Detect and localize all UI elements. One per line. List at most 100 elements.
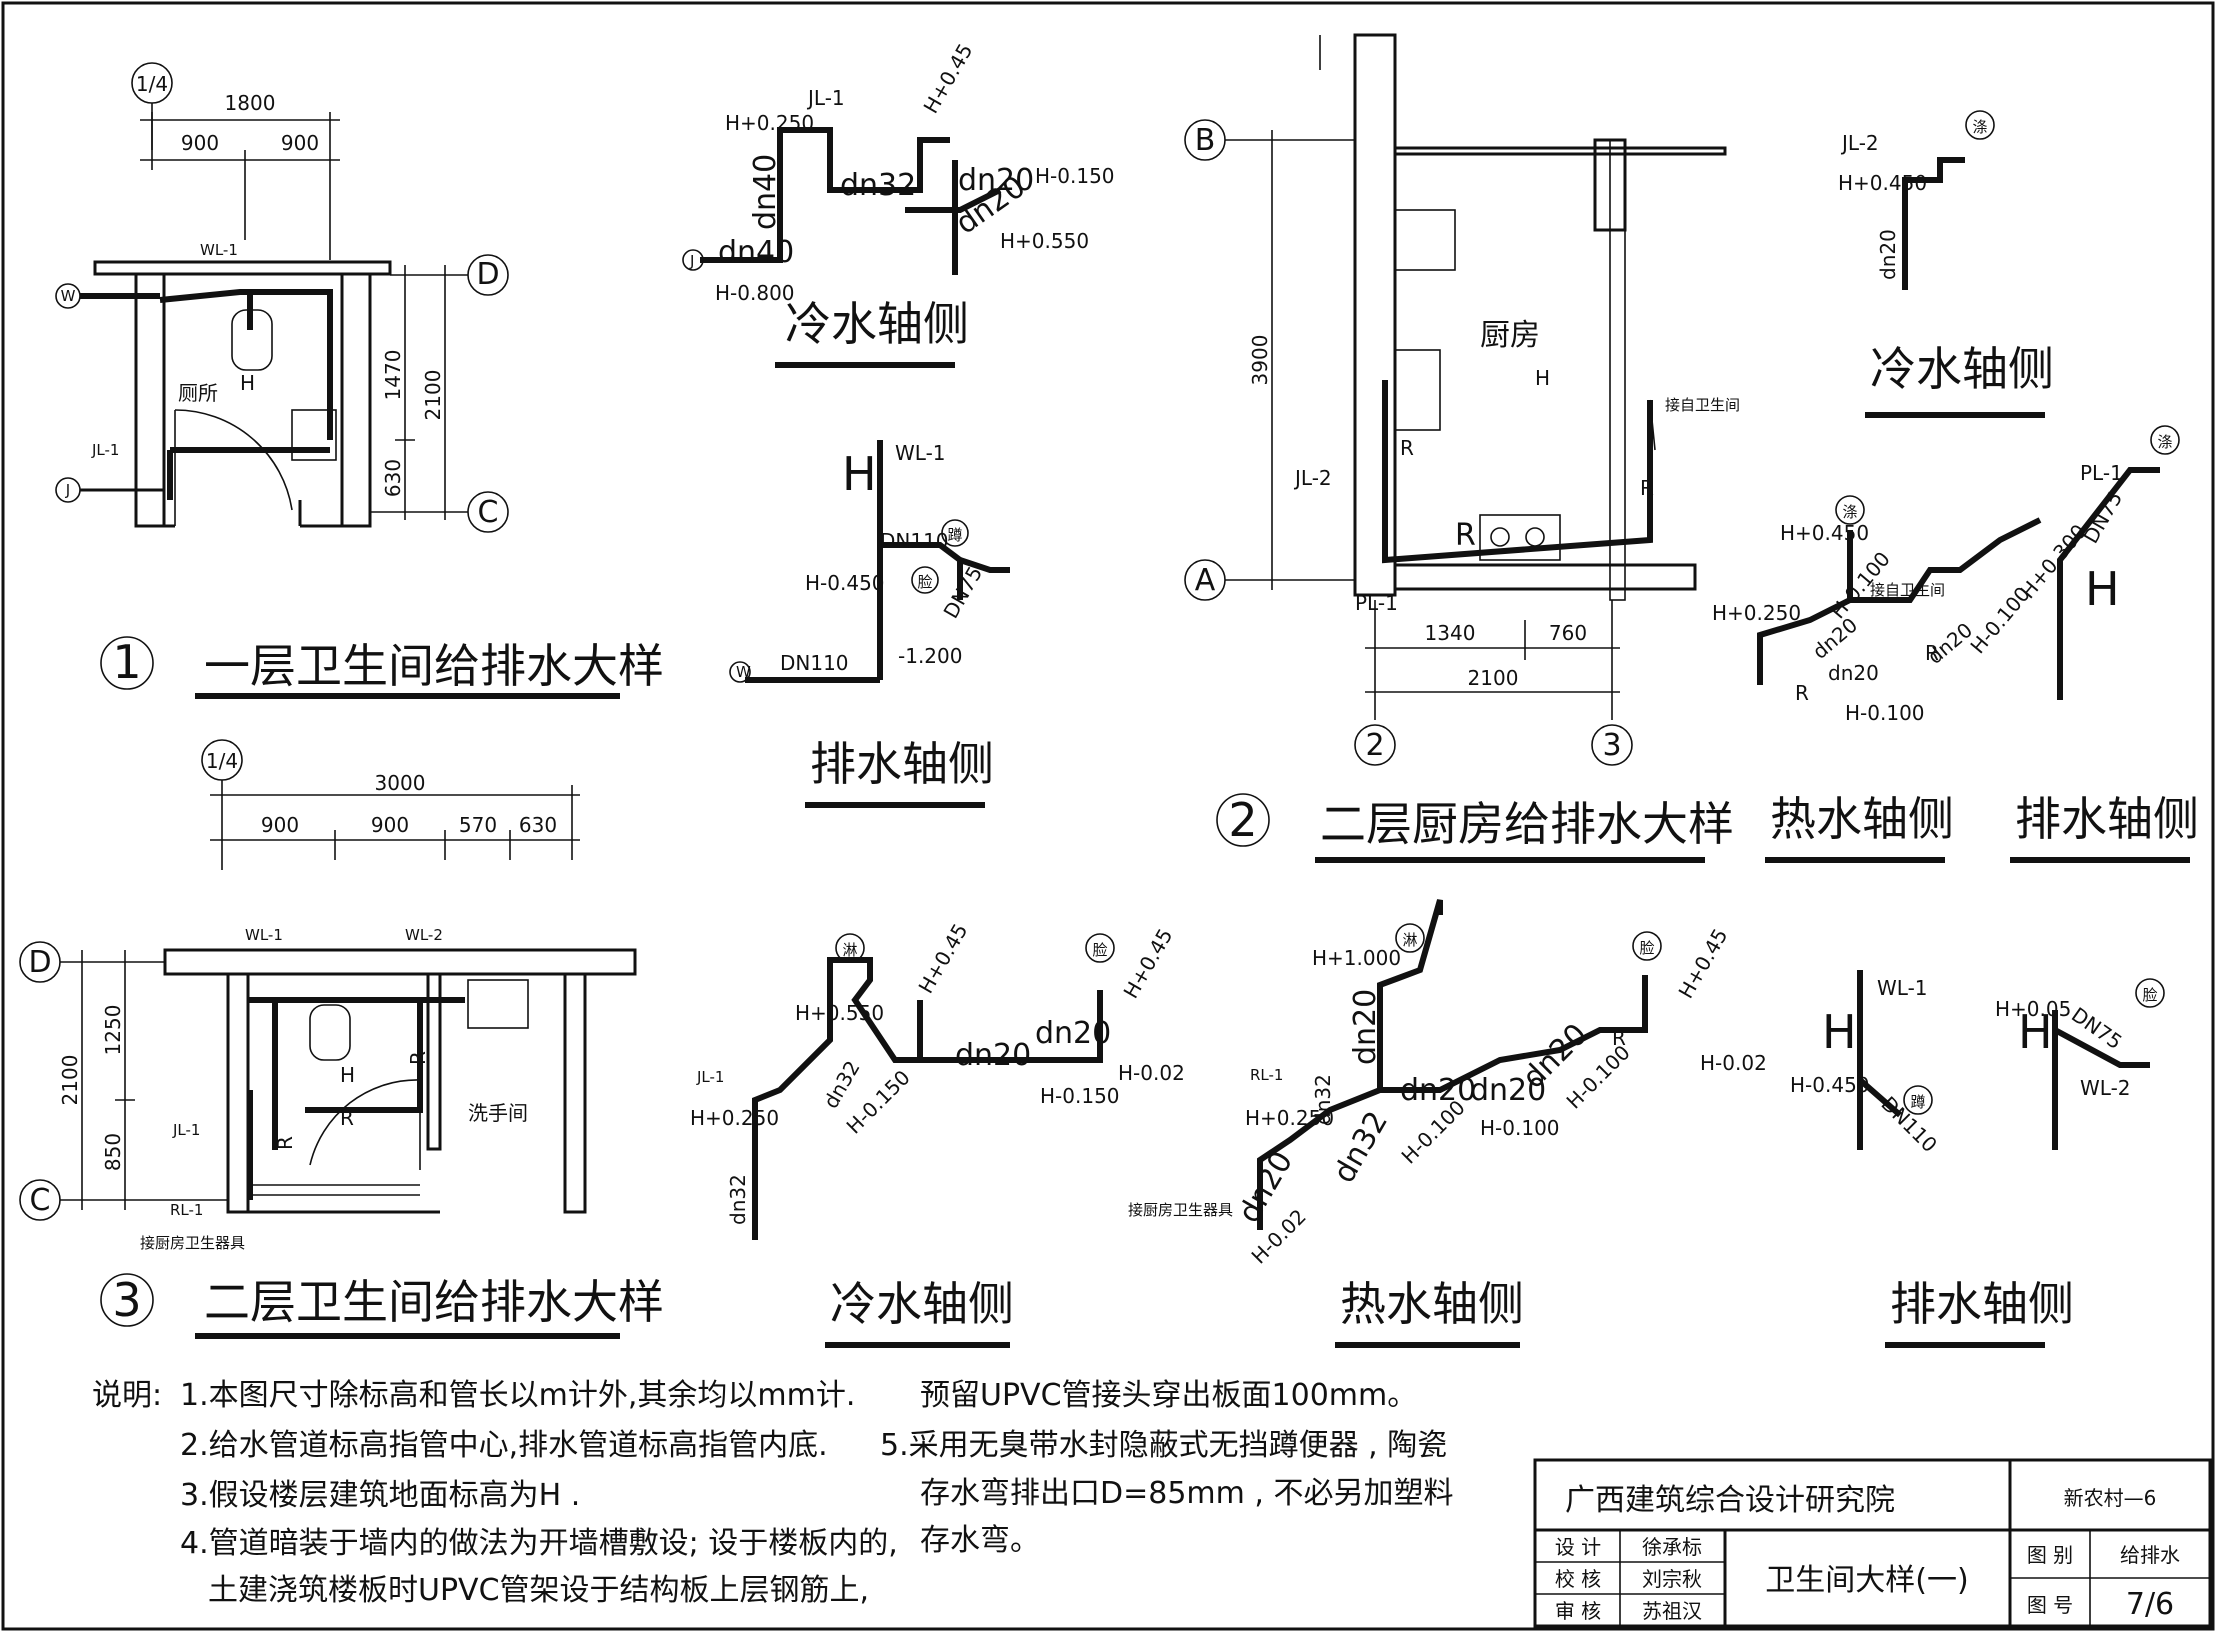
d2-dim-760: 760 — [1549, 621, 1587, 645]
iso-3-cold: 淋 脸 JL-1 H+0.550 H+0.45 H+0.45 H+0.250 H… — [690, 919, 1185, 1348]
iso1c-h1: H+0.250 — [725, 111, 814, 135]
tb-no-label: 图 号 — [2027, 1593, 2073, 1617]
iso2c-title: 冷水轴侧 — [1870, 342, 2054, 396]
door-swing — [174, 409, 293, 511]
d2-dim-2100: 2100 — [1468, 666, 1519, 690]
iso2c-dn: dn20 — [1876, 229, 1900, 280]
tb-institute: 广西建筑综合设计研究院 — [1565, 1483, 1895, 1518]
iso-1-drain: W WL-1 H DN110 DN110 DN75 H-0.450 -1.200… — [729, 440, 1010, 808]
axis-label-c: C — [478, 495, 499, 530]
detail-2-bubble — [1216, 793, 1270, 847]
iso2h-r1: R — [1795, 681, 1809, 705]
iso3h-dn20b: dn20 — [1400, 1073, 1476, 1108]
detail-2-number: 2 — [1228, 793, 1257, 847]
iso2d-pipe — [2057, 467, 2160, 700]
d3-wl1: WL-1 — [245, 926, 283, 944]
d2-h: H — [1535, 366, 1550, 390]
notes: 说明: 1.本图尺寸除标高和管长以m计外,其余均以mm计. 2.给水管道标高指管… — [92, 1378, 1453, 1608]
axis-label-d: D — [476, 257, 499, 292]
iso1c-h4: H+0.550 — [1000, 229, 1089, 253]
dim-2100: 2100 — [421, 370, 445, 421]
d2-r3: R — [1640, 476, 1654, 500]
iso3h-title: 热水轴侧 — [1340, 1277, 1524, 1331]
tb-no-value: 7/6 — [2126, 1587, 2174, 1622]
detail-2-plan: B A 3900 1340 760 2100 2 3 厨房 H JL-2 PL-… — [1184, 33, 1740, 766]
iso2d-h: H — [2085, 562, 2120, 616]
detail-1-bubble — [100, 636, 154, 690]
iso1c-h2: H+0.45 — [919, 39, 978, 117]
iso2c-jl: JL-2 — [1840, 131, 1879, 155]
sink — [1394, 349, 1441, 431]
dim-900-b: 900 — [281, 131, 319, 155]
axis-b: B — [1195, 123, 1216, 158]
iso1c-dn40b: dn40 — [718, 235, 794, 270]
iso1d-dn75: DN75 — [939, 562, 988, 622]
iso3d-h4: H+0.05 — [1995, 997, 2071, 1021]
d3-jl: JL-1 — [172, 1121, 200, 1139]
tb-cat-label: 图 别 — [2027, 1543, 2073, 1567]
note-4b: 土建浇筑楼板时UPVC管架设于结构板上层钢筋上, — [208, 1573, 869, 1608]
d3-rl: RL-1 — [170, 1201, 203, 1219]
d2-jl: JL-2 — [1293, 466, 1332, 490]
axis-2: 2 — [1365, 728, 1384, 763]
iso3c-h2: H+0.45 — [914, 919, 973, 997]
iso3h-h7: H-0.02 — [1700, 1051, 1767, 1075]
d3-dim-630: 630 — [519, 813, 557, 837]
iso2h-dn2: dn20 — [1828, 661, 1879, 685]
iso1d-s1: 蹲 — [947, 526, 962, 544]
d2-dim-1340: 1340 — [1425, 621, 1476, 645]
iso2h-h1: H+0.450 — [1780, 521, 1869, 545]
iso3c-h7: H-0.02 — [1118, 1061, 1185, 1085]
iso3c-jl: JL-1 — [696, 1068, 724, 1086]
iso3d-dn75: DN75 — [2067, 1002, 2126, 1054]
iso2c-pipe — [1902, 157, 1965, 290]
iso3c-dn20b: dn20 — [1035, 1016, 1111, 1051]
kitchen-wall-top — [1393, 146, 1727, 156]
d3-wall-top — [163, 948, 637, 976]
iso2h-h2: H+0.250 — [1712, 601, 1801, 625]
tb-design-name: 徐承标 — [1642, 1535, 1702, 1559]
d3-dim-850: 850 — [101, 1133, 125, 1171]
d3-h: H — [340, 1063, 355, 1087]
iso1d-h2: -1.200 — [898, 644, 962, 668]
d3-wall-left — [226, 972, 250, 1214]
d3-dim-1250: 1250 — [101, 1005, 125, 1056]
axis-3: 3 — [1602, 728, 1621, 763]
level-h: H — [240, 371, 255, 395]
d3-dim-3000: 3000 — [375, 771, 426, 795]
iso3d-wl1: WL-1 — [1877, 976, 1928, 1000]
iso3h-dn32a: dn32 — [1327, 1105, 1395, 1189]
tb-cat-value: 给排水 — [2120, 1543, 2180, 1567]
iso1d-h: H — [842, 447, 877, 501]
kitchen-wall-right — [1609, 139, 1626, 601]
wall-left — [134, 272, 166, 528]
kitchen-wall-bottom — [1393, 563, 1697, 591]
d2-room: 厨房 — [1480, 318, 1540, 353]
iso1d-dn110a: DN110 — [880, 529, 949, 553]
dim-1470: 1470 — [381, 350, 405, 401]
iso2c-h: H+0.450 — [1838, 171, 1927, 195]
d3-dim-2100: 2100 — [58, 1055, 82, 1106]
iso3d-h3: H-0.450 — [1790, 1073, 1870, 1097]
tb-project: 新农村—6 — [2064, 1486, 2157, 1510]
stove — [1479, 514, 1561, 561]
kitchen-wall-left — [1353, 33, 1397, 597]
iso3h-h5: H-0.100 — [1480, 1116, 1560, 1140]
iso2h-pipe — [1757, 517, 2042, 685]
iso1d-title: 排水轴侧 — [810, 737, 994, 791]
iso1d-w: W — [736, 663, 751, 681]
iso3c-title: 冷水轴侧 — [830, 1277, 1014, 1331]
d3-basin — [467, 979, 529, 1029]
iso1d-dn110b: DN110 — [780, 651, 849, 675]
label-j: J — [65, 481, 70, 499]
d3-room: 洗手间 — [468, 1101, 528, 1125]
iso3d-wl2: WL-2 — [2080, 1076, 2131, 1100]
d3-door-swing — [309, 1079, 421, 1166]
d3-axis-top: 1/4 — [206, 749, 238, 773]
tb-design-label: 设 计 — [1555, 1535, 1601, 1559]
iso3c-dn20a: dn20 — [955, 1038, 1031, 1073]
iso2d-s: 涤 — [2157, 433, 2172, 451]
iso2h-note: 接自卫生间 — [1870, 581, 1945, 599]
